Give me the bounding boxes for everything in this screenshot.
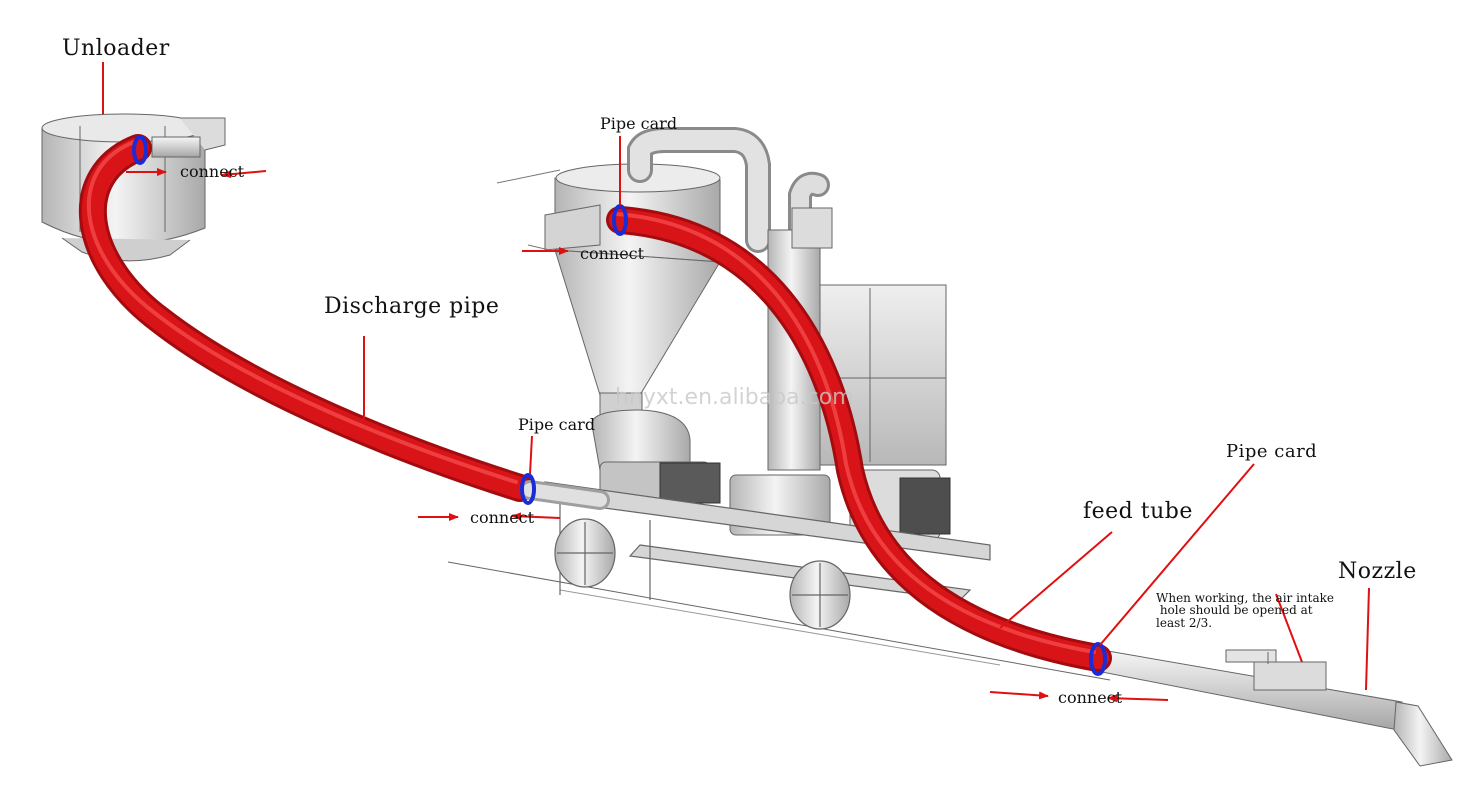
pipe-clamps: [132, 135, 1107, 676]
label-connect-blower: connect: [470, 508, 535, 527]
nozzle-assembly: [1101, 649, 1453, 767]
label-pipe-card-right: Pipe card: [1226, 441, 1317, 462]
note-line-3: least 2/3.: [1156, 616, 1212, 630]
clamp-receiver: [612, 204, 628, 236]
label-pipe-card-top: Pipe card: [600, 114, 677, 133]
flexible-duct: [627, 127, 830, 253]
note-line-2: hole should be opened at: [1156, 603, 1313, 617]
label-unloader: Unloader: [62, 36, 170, 61]
label-feed-tube: feed tube: [1083, 499, 1193, 524]
label-connect-receiver: connect: [580, 244, 645, 263]
receiver-hopper: [496, 163, 721, 419]
cart-wheels: [554, 518, 851, 630]
connect-arrows: [126, 168, 1169, 703]
clamp-unloader: [132, 135, 148, 165]
label-connect-nozzle: connect: [1058, 688, 1123, 707]
label-discharge-pipe: Discharge pipe: [324, 294, 499, 319]
clamp-blower: [520, 473, 536, 505]
red-hoses: [78, 134, 1112, 672]
pointer-lines: [102, 62, 1370, 691]
watermark-text: hnyxt.en.alibaba.com: [615, 385, 854, 410]
note-line-1: When working, the air intake: [1156, 591, 1334, 605]
label-pipe-card-mid: Pipe card: [518, 415, 595, 434]
clamp-nozzle: [1089, 642, 1107, 676]
ground-lines: [447, 561, 1111, 681]
label-connect-unloader: connect: [180, 162, 245, 181]
label-nozzle: Nozzle: [1338, 559, 1417, 584]
